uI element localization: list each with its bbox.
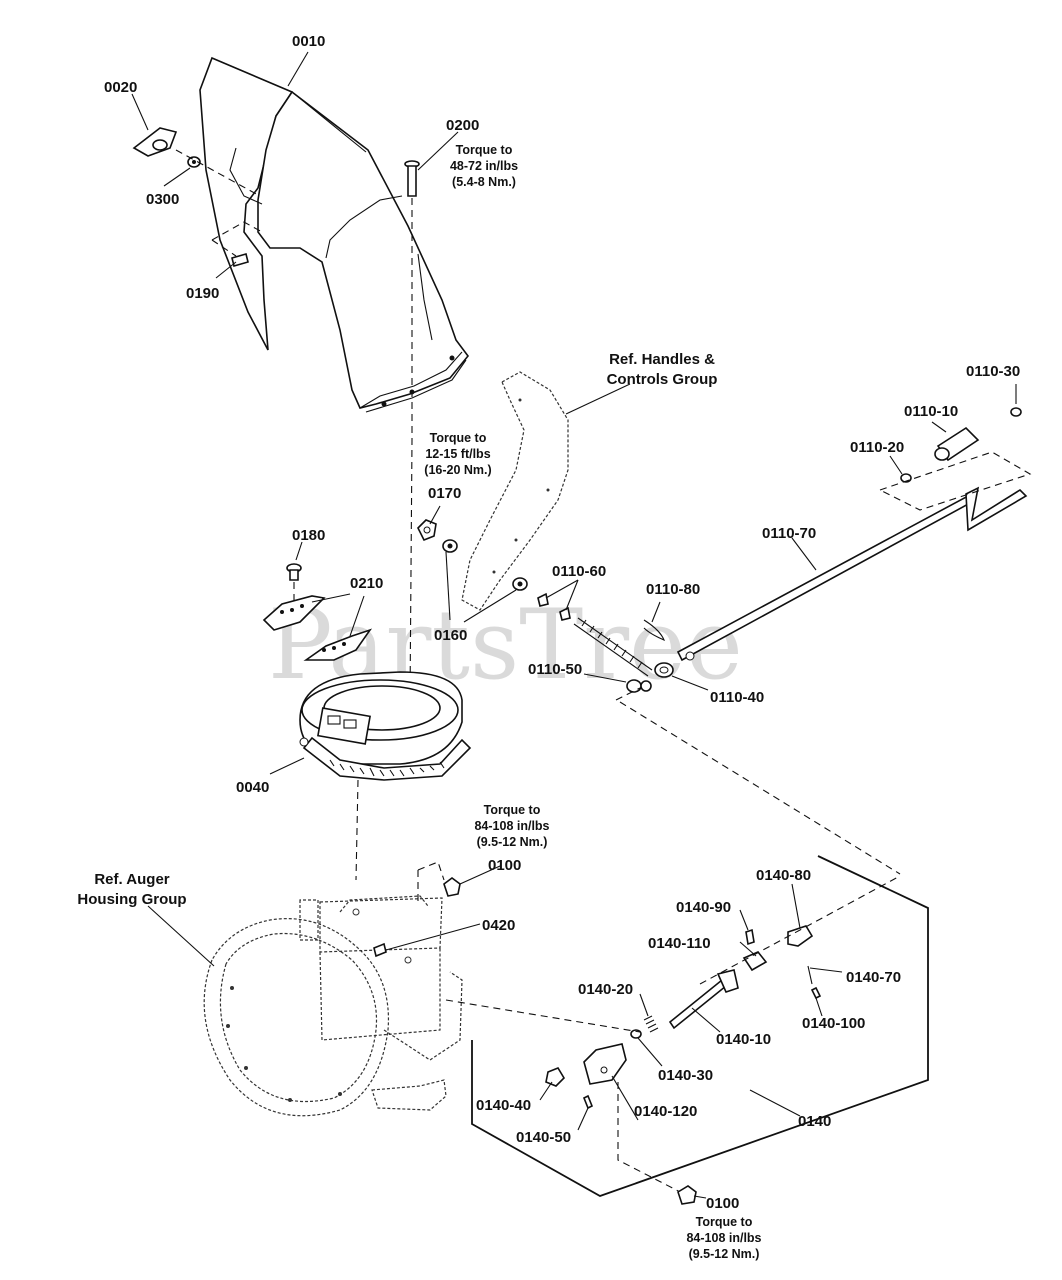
svg-text:(9.5-12 Nm.): (9.5-12 Nm.)	[477, 835, 548, 849]
plate-0210-b	[303, 628, 373, 661]
label-0140-50: 0140-50	[516, 1129, 571, 1146]
pin-0140-90	[745, 928, 755, 946]
label-0040: 0040	[236, 779, 269, 796]
label-0140: 0140	[798, 1113, 831, 1130]
bushing-0110-10	[934, 426, 980, 462]
svg-text:84-108 in/lbs: 84-108 in/lbs	[474, 819, 549, 833]
gear-ring-0040	[299, 671, 472, 781]
svg-text:12-15 ft/lbs: 12-15 ft/lbs	[425, 447, 490, 461]
label-0110-20: 0110-20	[850, 439, 904, 456]
svg-text:84-108 in/lbs: 84-108 in/lbs	[686, 1231, 761, 1245]
svg-text:(5.4-8 Nm.): (5.4-8 Nm.)	[452, 175, 516, 189]
washer-0110-30	[1010, 407, 1022, 417]
nut-0170	[417, 519, 437, 542]
label-0140-30: 0140-30	[658, 1067, 713, 1084]
svg-text:(16-20 Nm.): (16-20 Nm.)	[424, 463, 491, 477]
nut-0100-bottom	[677, 1185, 697, 1205]
handles-ref	[461, 371, 569, 611]
label-0140-80: 0140-80	[756, 867, 811, 884]
label-0140-110: 0140-110	[648, 935, 711, 952]
label-0110-30: 0110-30	[966, 363, 1020, 380]
label-0140-70: 0140-70	[846, 969, 901, 986]
label-0100-bottom: 0100	[706, 1195, 739, 1212]
svg-text:Controls Group: Controls Group	[607, 371, 718, 388]
label-0170: 0170	[428, 485, 461, 502]
label-0110-80: 0110-80	[646, 581, 700, 598]
label-0140-20: 0140-20	[578, 981, 633, 998]
label-0020: 0020	[104, 79, 137, 96]
svg-text:Ref. Auger: Ref. Auger	[94, 871, 169, 888]
svg-text:Torque to: Torque to	[456, 143, 513, 157]
label-0140-90: 0140-90	[676, 899, 731, 916]
label-0110-10: 0110-10	[904, 403, 958, 420]
label-0110-50: 0110-50	[528, 661, 582, 678]
svg-text:Torque to: Torque to	[430, 431, 487, 445]
leader-lines	[131, 51, 1017, 1199]
eyebolt-0110-40	[573, 617, 674, 678]
assembly-0140-frame	[471, 855, 929, 1197]
torque-note-0100-top: Torque to 84-108 in/lbs (9.5-12 Nm.)	[474, 803, 549, 849]
part-labels: 0010 0020 0300 0200 0190 0170 0180 0210 …	[104, 33, 1020, 1212]
svg-text:Torque to: Torque to	[484, 803, 541, 817]
label-0190: 0190	[186, 285, 219, 302]
torque-note-0170: Torque to 12-15 ft/lbs (16-20 Nm.)	[424, 431, 491, 477]
label-0010: 0010	[292, 33, 325, 50]
rod-0110-70	[676, 486, 1028, 662]
nut-0110-50	[626, 679, 642, 693]
label-0100-top: 0100	[488, 857, 521, 874]
label-0160: 0160	[434, 627, 467, 644]
label-0200: 0200	[446, 117, 479, 134]
rod-0140-10	[668, 969, 739, 1030]
screw-0190	[231, 253, 249, 267]
spring-0140-20	[643, 1015, 659, 1033]
label-0140-120: 0140-120	[634, 1103, 697, 1120]
label-0140-10: 0140-10	[716, 1031, 771, 1048]
label-0140-40: 0140-40	[476, 1097, 531, 1114]
knob-0020	[132, 127, 178, 157]
svg-text:Housing Group: Housing Group	[77, 891, 186, 908]
ref-handles-note: Ref. Handles & Controls Group	[607, 351, 718, 388]
plate-0210-a	[262, 595, 326, 631]
label-0110-40: 0110-40	[710, 689, 764, 706]
chute-0010	[199, 56, 470, 413]
label-0300: 0300	[146, 191, 179, 208]
torque-note-0100-bottom: Torque to 84-108 in/lbs (9.5-12 Nm.)	[686, 1215, 761, 1261]
svg-text:Ref. Handles &: Ref. Handles &	[609, 351, 715, 368]
torque-note-0200: Torque to 48-72 in/lbs (5.4-8 Nm.)	[450, 143, 518, 189]
label-0420: 0420	[482, 917, 515, 934]
nut-0100-top	[443, 877, 461, 897]
bolt-0420	[373, 942, 387, 958]
svg-text:48-72 in/lbs: 48-72 in/lbs	[450, 159, 518, 173]
bolt-0200	[404, 160, 420, 197]
wire-0140-70	[807, 965, 813, 985]
gear-0140-40	[545, 1067, 566, 1087]
screw-0180	[286, 563, 302, 581]
label-0140-100: 0140-100	[802, 1015, 865, 1032]
label-0210: 0210	[350, 575, 383, 592]
label-0180: 0180	[292, 527, 325, 544]
svg-text:(9.5-12 Nm.): (9.5-12 Nm.)	[689, 1247, 760, 1261]
auger-housing-ref	[203, 895, 463, 1117]
ref-auger-note: Ref. Auger Housing Group	[77, 871, 186, 908]
svg-text:Torque to: Torque to	[696, 1215, 753, 1229]
clip-0110-80	[643, 619, 666, 642]
bracket-0140-120	[583, 1043, 627, 1085]
pin-0140-100	[810, 986, 822, 1000]
clevis-0140-80	[787, 925, 814, 947]
label-0110-70: 0110-70	[762, 525, 816, 542]
label-0110-60: 0110-60	[552, 563, 606, 580]
pin-0140-50	[582, 1094, 594, 1110]
